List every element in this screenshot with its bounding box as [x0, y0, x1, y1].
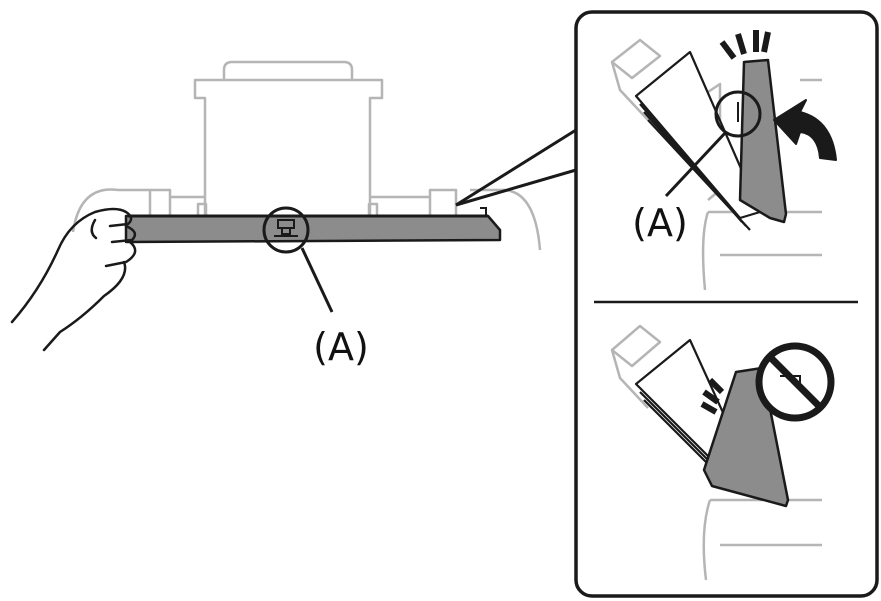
callout-label-inset: (A): [632, 201, 688, 245]
hand-icon: [10, 207, 137, 352]
inset-top-correct: (A): [610, 30, 837, 291]
feeder-cover: [738, 58, 788, 224]
callout-leader-line: [300, 247, 334, 313]
main-illustration: (A): [10, 60, 542, 369]
paper-sound-lines-icon: [700, 377, 725, 415]
magnifier-circle-icon: [262, 206, 310, 254]
callout-label-main: (A): [313, 325, 369, 369]
curved-arrow-icon: [773, 99, 837, 161]
feeder-slot-cover: [124, 207, 502, 244]
inset-connector: [455, 128, 577, 207]
paper-sound-lines-icon: [719, 30, 771, 60]
magnifier-circle-icon: [714, 90, 762, 138]
inset-bottom-incorrect: [610, 324, 835, 581]
prohibited-icon: [755, 342, 835, 422]
inset-panel: (A): [574, 10, 879, 598]
callout-leader-line: [664, 130, 728, 198]
